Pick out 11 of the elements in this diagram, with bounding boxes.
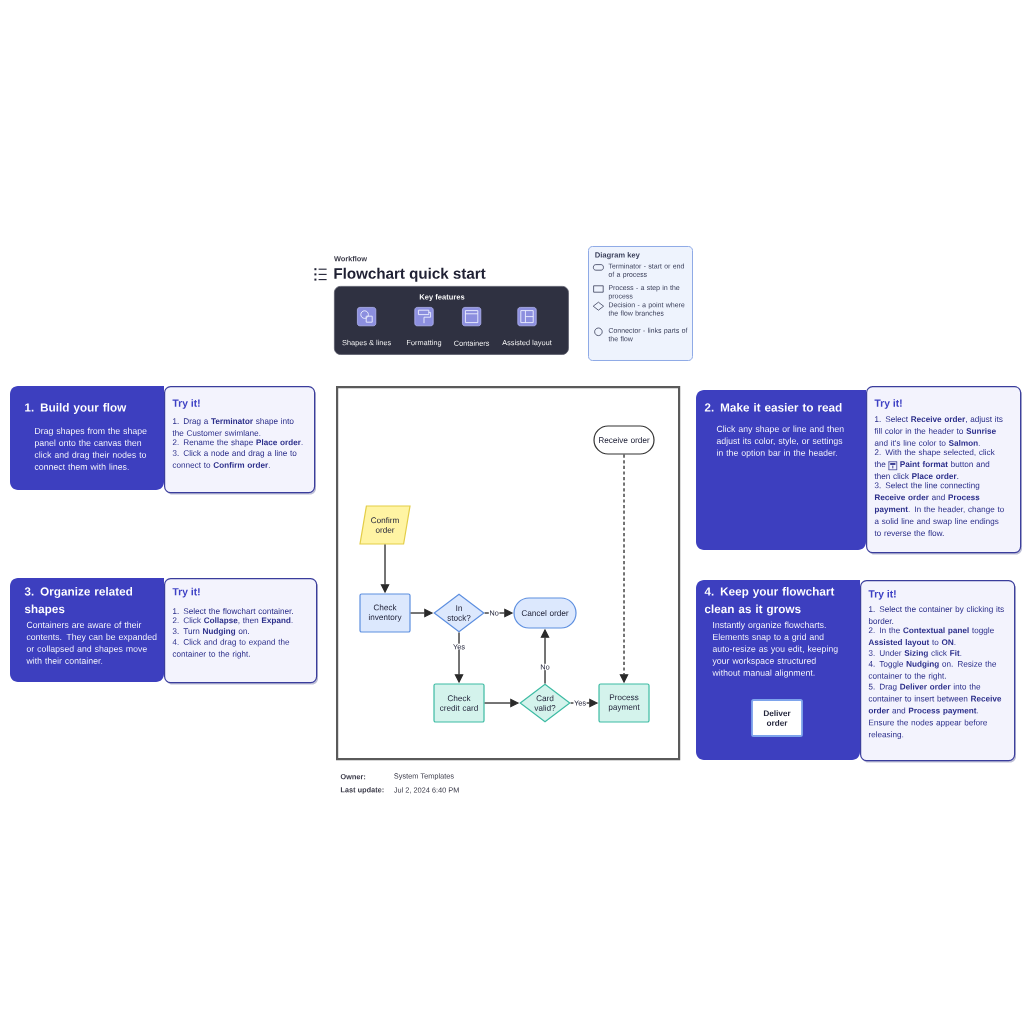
key-box bbox=[588, 246, 693, 361]
try-it-card bbox=[164, 578, 318, 685]
info-panel bbox=[10, 386, 164, 490]
info-panel bbox=[696, 390, 866, 550]
info-panel bbox=[10, 578, 164, 682]
container-frame bbox=[336, 386, 681, 761]
try-it-card bbox=[866, 386, 1022, 555]
try-it-card bbox=[860, 580, 1016, 763]
info-panel bbox=[696, 580, 860, 760]
feature-panel bbox=[334, 286, 569, 355]
try-it-card bbox=[164, 386, 316, 495]
